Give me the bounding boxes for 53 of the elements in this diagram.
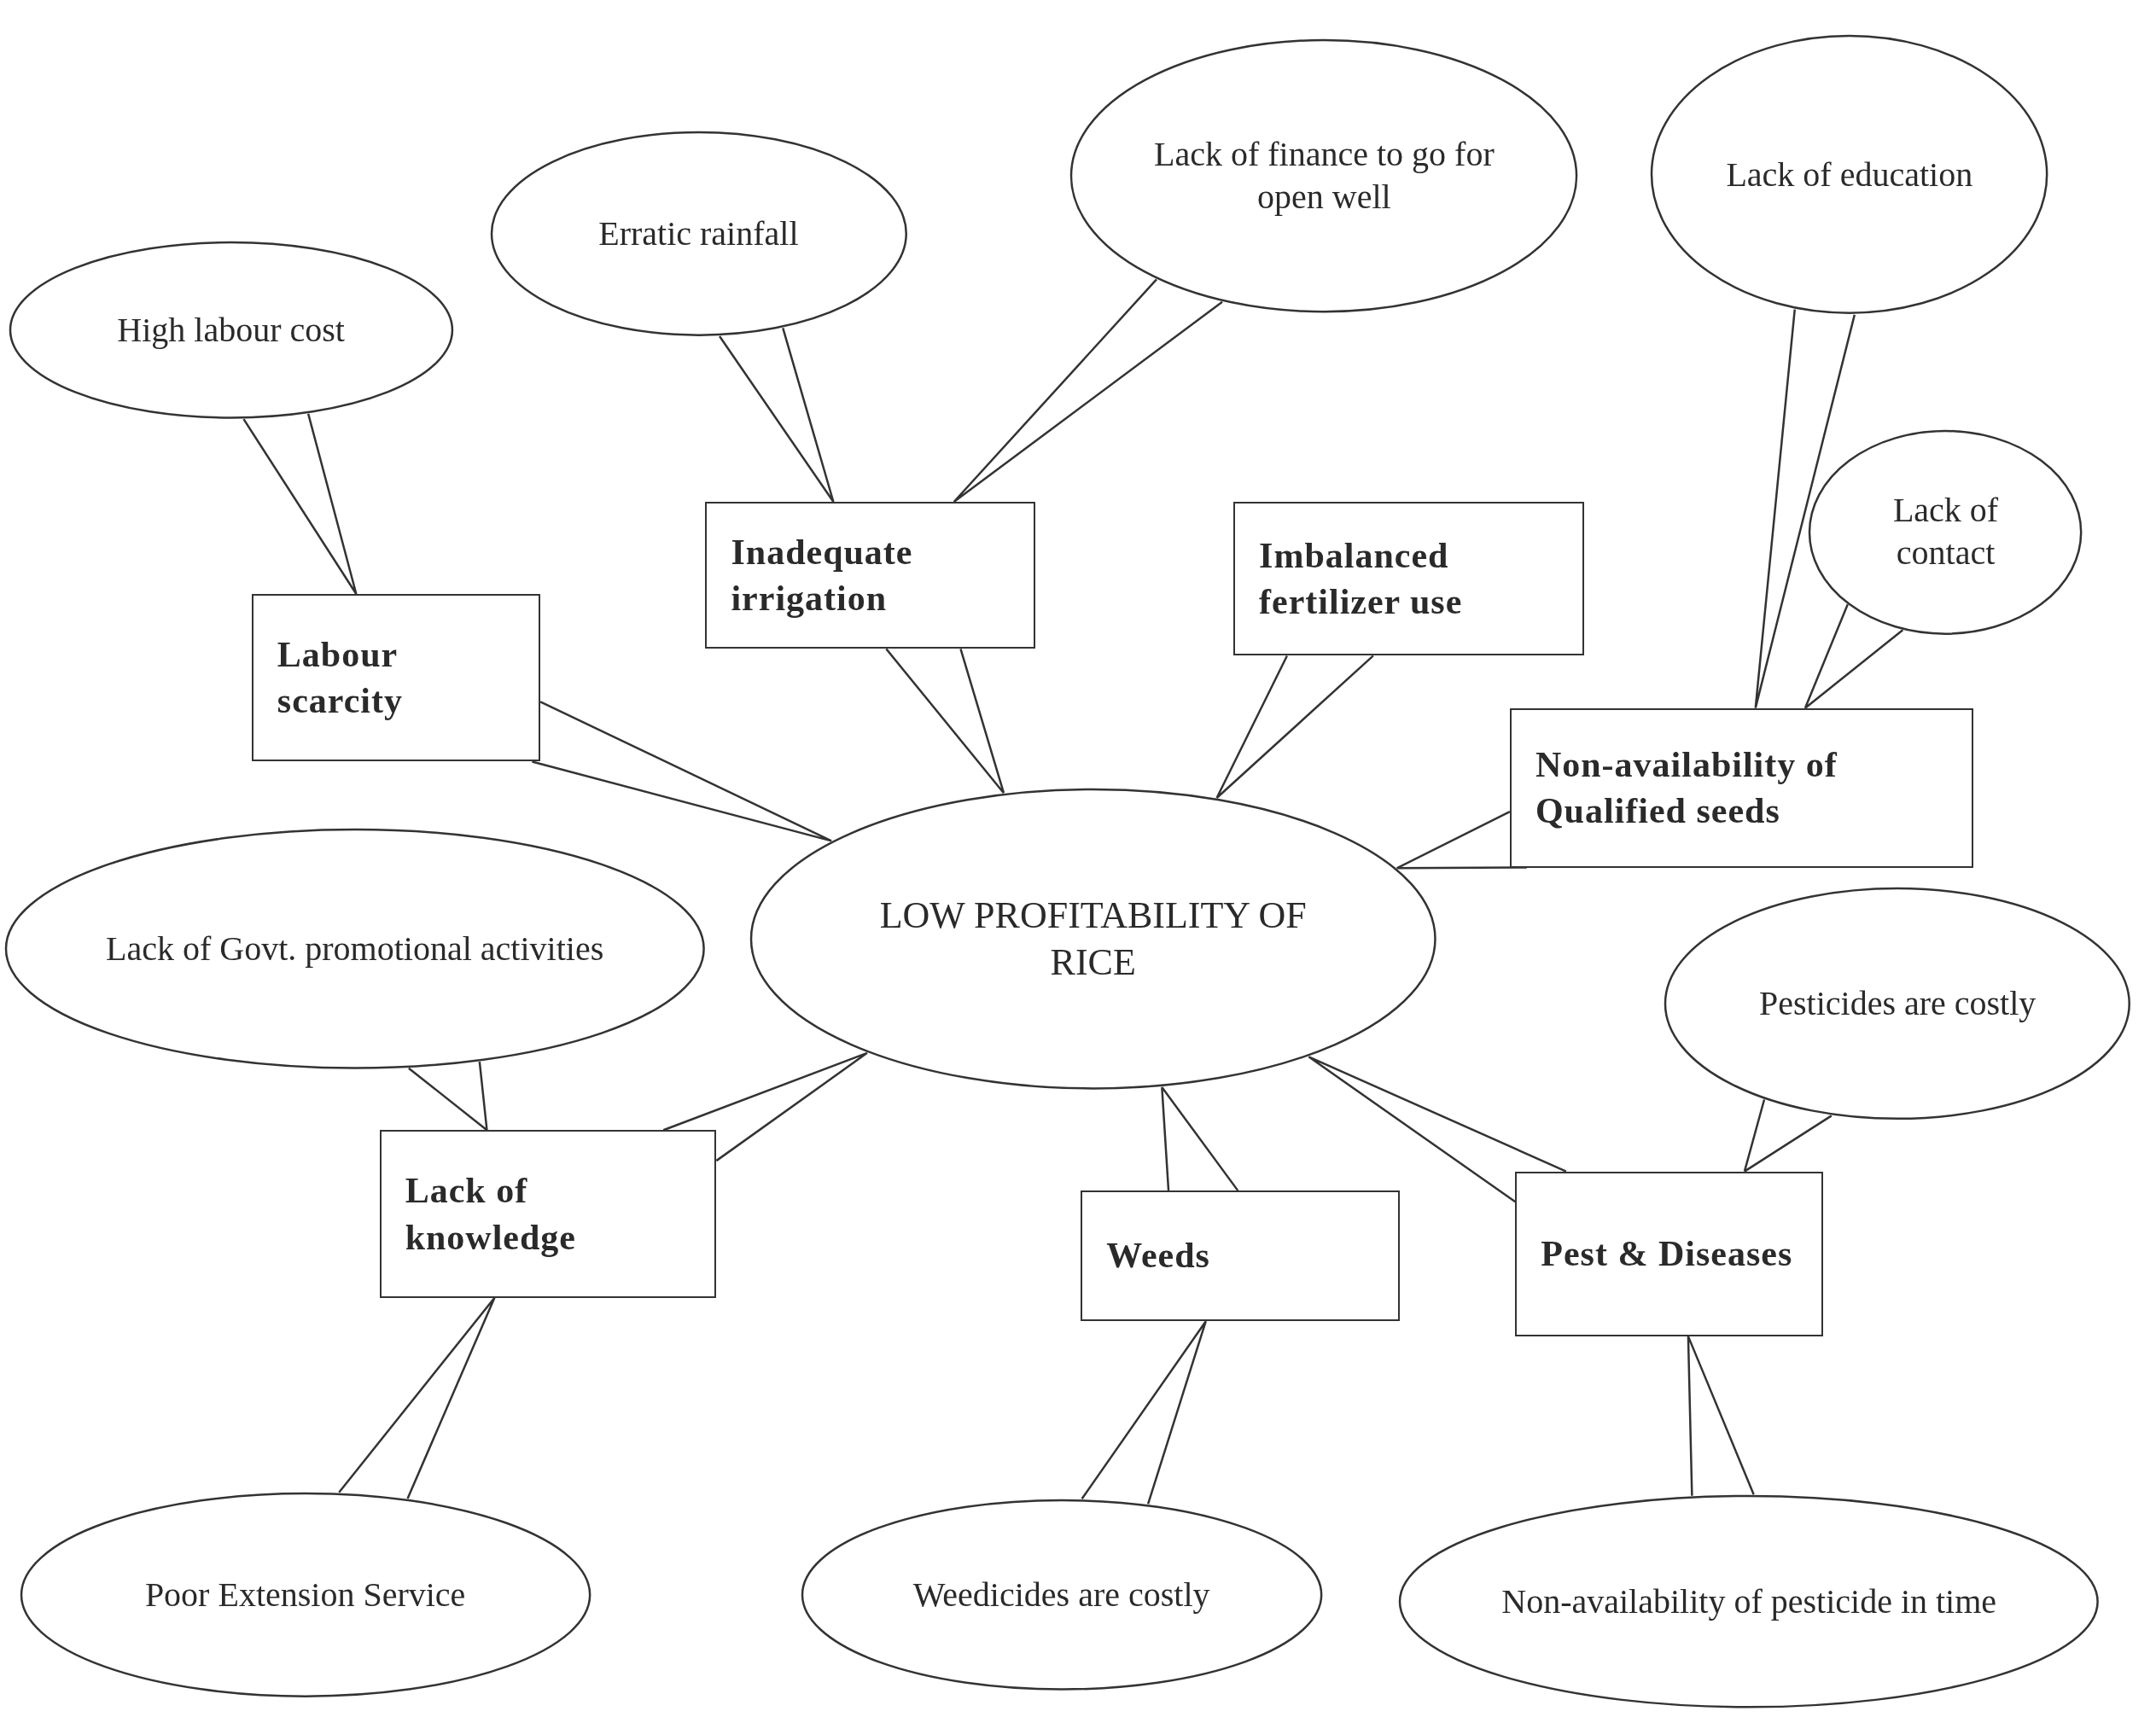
callout-bubble bbox=[1398, 1494, 2100, 1709]
callout-tail bbox=[338, 1296, 496, 1500]
cause-box bbox=[705, 502, 1036, 649]
cause-label: Weeds bbox=[1105, 1235, 1211, 1278]
callout-tail bbox=[1308, 1056, 1568, 1203]
callout-bubble bbox=[489, 131, 908, 337]
cause-label: Non-availability of Qualified seeds bbox=[1534, 743, 1838, 833]
callout-tail bbox=[662, 1051, 869, 1162]
callout-tail bbox=[242, 412, 358, 596]
bubble-text: Poor Extension Service bbox=[143, 1574, 467, 1615]
callout-bubble bbox=[1650, 34, 2049, 315]
cause-label: Inadequate irrigation bbox=[730, 531, 914, 620]
bubble-text: High labour cost bbox=[116, 309, 346, 351]
cause-box bbox=[379, 1130, 717, 1298]
bubble-text: Pesticides are costly bbox=[1758, 983, 2037, 1024]
bubble-text: Lack of education bbox=[1725, 154, 1974, 195]
callout-tail bbox=[407, 1060, 488, 1132]
callout-tail bbox=[1803, 602, 1904, 709]
cause-label: Lack of knowledge bbox=[404, 1169, 577, 1259]
central-problem-ellipse bbox=[749, 788, 1437, 1091]
cause-label: Imbalanced fertilizer use bbox=[1258, 534, 1464, 624]
problem-title: LOW PROFITABILITY OF RICE bbox=[878, 894, 1308, 986]
callout-tail bbox=[1754, 308, 1856, 709]
callout-tail bbox=[953, 278, 1224, 504]
cause-box bbox=[1509, 707, 1973, 868]
callout-tail bbox=[1743, 1098, 1833, 1173]
bubble-text: Lack of finance to go for open well bbox=[1153, 134, 1495, 218]
cause-box bbox=[1081, 1190, 1400, 1322]
callout-tail bbox=[1396, 810, 1529, 870]
bubble-text: Lack of contact bbox=[1891, 490, 2000, 574]
callout-bubble bbox=[19, 1491, 591, 1698]
cause-box bbox=[251, 593, 541, 762]
callout-bubble bbox=[1069, 38, 1579, 314]
callout-tail bbox=[1161, 1086, 1239, 1192]
callout-bubble bbox=[3, 827, 706, 1070]
cause-box bbox=[1515, 1171, 1824, 1336]
cause-label: Labour scarcity bbox=[276, 633, 404, 723]
callout-bubble bbox=[8, 240, 454, 420]
bubble-text: Non-availability of pesticide in time bbox=[1500, 1580, 1998, 1622]
callout-bubble bbox=[1664, 887, 2132, 1121]
callout-tail bbox=[885, 648, 1005, 795]
bubble-text: Weedicides are costly bbox=[912, 1574, 1211, 1615]
callout-tail bbox=[718, 327, 835, 504]
callout-tail bbox=[1081, 1319, 1207, 1505]
callout-bubble bbox=[800, 1499, 1323, 1691]
cause-label: Pest & Diseases bbox=[1540, 1232, 1794, 1275]
callout-tail bbox=[531, 701, 833, 842]
bubble-text: Erratic rainfall bbox=[597, 212, 800, 254]
cause-box bbox=[1233, 502, 1584, 656]
bubble-text: Lack of Govt. promotional activities bbox=[105, 928, 605, 969]
callout-bubble bbox=[1808, 428, 2083, 636]
callout-tail bbox=[1215, 655, 1375, 800]
callout-tail bbox=[1687, 1335, 1755, 1498]
